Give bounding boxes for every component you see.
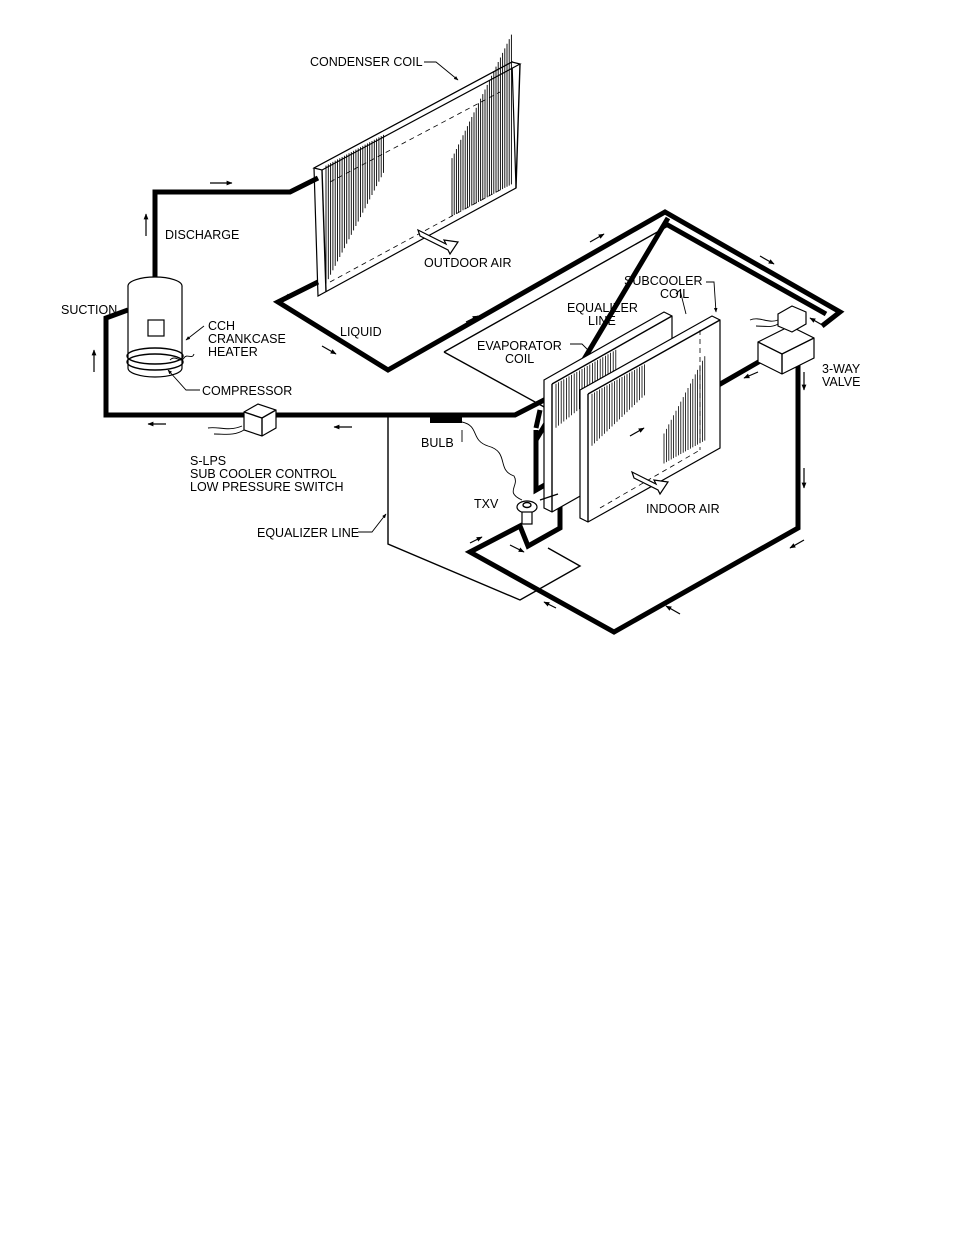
compressor [127,277,194,377]
label-discharge: DISCHARGE [165,228,239,242]
label-txv: TXV [474,497,499,511]
label-three-way-2: VALVE [822,375,860,389]
label-heater: HEATER [208,345,258,359]
label-bulb: BULB [421,436,454,450]
outdoor-air-arrow [418,230,458,254]
label-evaporator-2: COIL [505,352,534,366]
sub-cooler-low-pressure-switch [208,404,276,436]
label-indoor-air: INDOOR AIR [646,502,720,516]
label-evaporator-1: EVAPORATOR [477,339,562,353]
flow-arrow [760,256,774,264]
loop-inner [536,410,540,428]
label-equalizer-2: LINE [588,314,616,328]
label-cch: CCH [208,319,235,333]
label-compressor: COMPRESSOR [202,384,292,398]
flow-arrow [470,537,482,543]
flow-arrow [810,318,824,326]
label-equalizer-1: EQUALIZER [567,301,638,315]
label-liquid: LIQUID [340,325,382,339]
label-slps-2: SUB COOLER CONTROL [190,467,337,481]
label-condenser-coil: CONDENSER COIL [310,55,423,69]
label-equalizer-line: EQUALIZER LINE [257,526,359,540]
txv-sensing-bulb [430,415,462,423]
flow-arrow [544,602,556,608]
label-three-way-1: 3-WAY [822,362,861,376]
flow-arrow [510,545,524,552]
flow-arrow [322,346,336,354]
label-slps-1: S-LPS [190,454,226,468]
label-crankcase: CRANKCASE [208,332,286,346]
flow-arrow [590,234,604,242]
label-outdoor-air: OUTDOOR AIR [424,256,512,270]
flow-arrow [744,372,758,378]
label-subcooler-1: SUBCOOLER [624,274,703,288]
flow-arrow [666,606,680,614]
label-slps-3: LOW PRESSURE SWITCH [190,480,344,494]
label-subcooler-2: COIL [660,287,689,301]
refrigerant-piping [106,178,840,632]
label-suction: SUCTION [61,303,117,317]
flow-arrow [790,540,804,548]
subcooler-return-line [666,224,826,314]
